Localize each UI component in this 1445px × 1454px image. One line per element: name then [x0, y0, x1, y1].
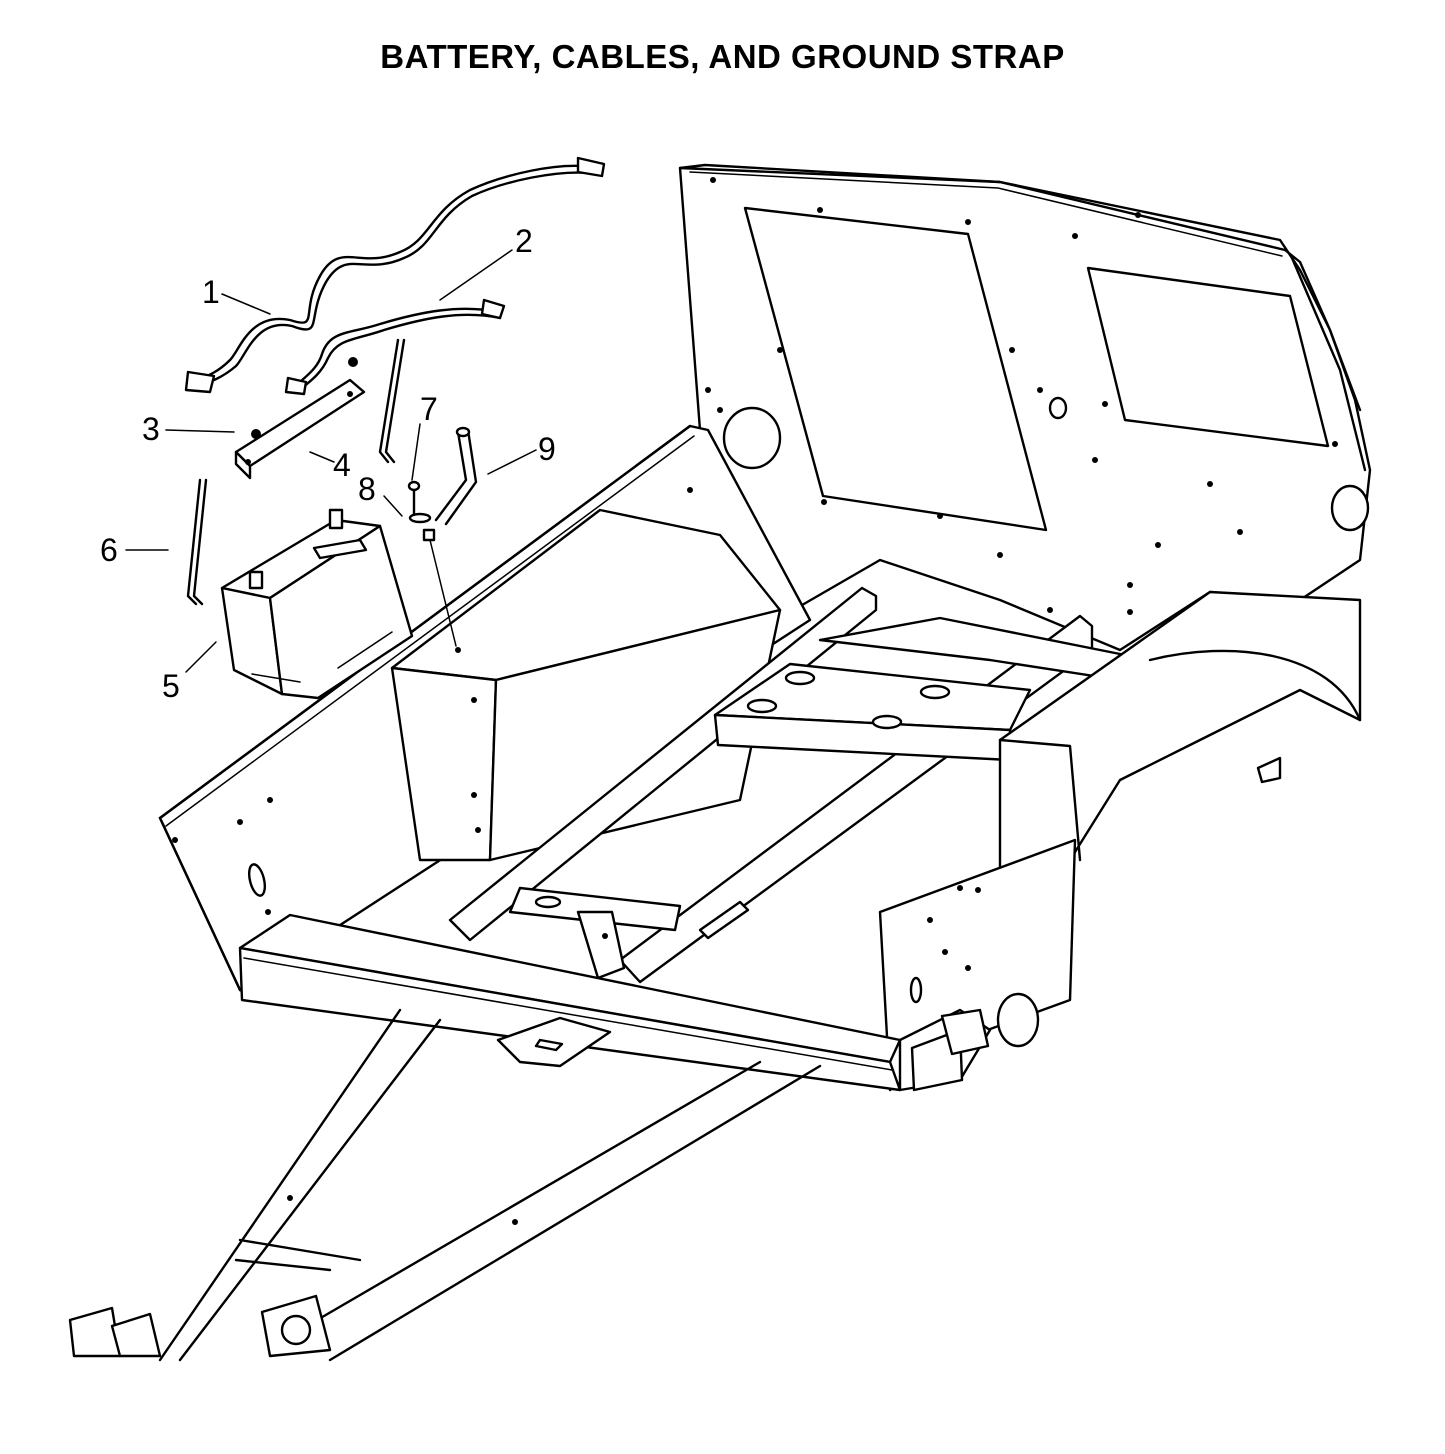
wall-rivets — [705, 177, 1338, 615]
j-bolt-rods — [186, 338, 406, 606]
trailer-frame-crossmembers — [448, 586, 1132, 984]
battery-cable-long — [184, 156, 606, 394]
callout-leaders — [125, 249, 537, 673]
battery-hold-down-bar — [234, 357, 366, 480]
callout-1: 1 — [202, 274, 220, 310]
callout-6: 6 — [100, 532, 118, 568]
front-crossmember-beam — [238, 913, 992, 1092]
callout-8: 8 — [358, 471, 376, 507]
battery-box — [390, 508, 782, 862]
battery — [220, 508, 414, 700]
diagram-title: BATTERY, CABLES, AND GROUND STRAP — [380, 38, 1065, 75]
bolt-washer-nut — [407, 480, 457, 647]
callout-2: 2 — [515, 223, 533, 259]
callout-9: 9 — [538, 431, 556, 467]
trailer-tongue — [68, 1008, 822, 1362]
battery-cable-short — [284, 298, 506, 396]
callout-5: 5 — [162, 668, 180, 704]
callout-3: 3 — [142, 411, 160, 447]
trailer-front-wall — [678, 163, 1372, 652]
callout-4: 4 — [333, 447, 351, 483]
callout-7: 7 — [420, 391, 438, 427]
ground-strap — [434, 426, 478, 526]
